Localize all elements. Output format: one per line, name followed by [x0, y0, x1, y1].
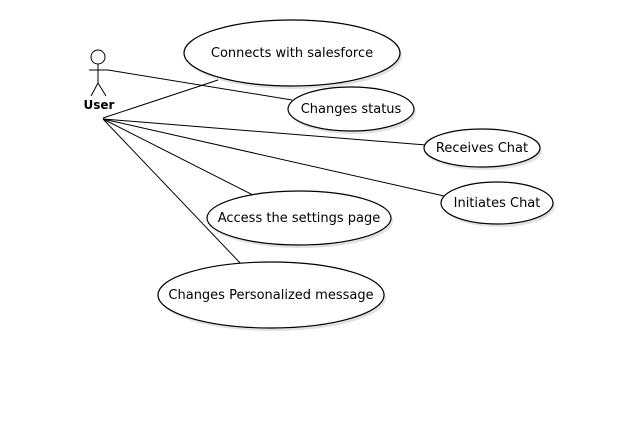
association-receives-chat — [102, 118, 427, 146]
use-case-label: Access the settings page — [218, 211, 381, 226]
use-case-label: Changes status — [301, 102, 402, 117]
association-connects — [102, 79, 219, 119]
use-case-label: Initiates Chat — [454, 196, 541, 211]
association-settings-page — [102, 118, 256, 197]
use-case-receives-chat[interactable]: Receives Chat — [423, 128, 542, 170]
use-case-ellipse — [183, 19, 401, 87]
use-case-connects[interactable]: Connects with salesforce — [183, 19, 402, 89]
actor-head — [90, 49, 106, 65]
use-case-label: Connects with salesforce — [211, 46, 373, 61]
actor-right-leg — [97, 82, 107, 97]
association-changes-status — [107, 69, 293, 101]
use-case-ellipse — [440, 181, 554, 225]
use-case-label: Receives Chat — [436, 141, 528, 156]
use-case-personalized-message[interactable]: Changes Personalized message — [157, 261, 386, 331]
actor-label: User — [84, 98, 115, 112]
use-case-settings-page[interactable]: Access the settings page — [206, 190, 393, 248]
use-case-label: Changes Personalized message — [168, 288, 373, 303]
use-case-ellipse — [423, 128, 541, 168]
use-case-ellipse — [206, 190, 392, 246]
actor-user[interactable]: User — [84, 49, 115, 112]
use-case-ellipse — [157, 261, 385, 329]
actor-left-leg — [90, 82, 99, 97]
associations — [102, 69, 445, 266]
use-case-initiates-chat[interactable]: Initiates Chat — [440, 181, 555, 227]
association-personalized-message — [102, 118, 243, 266]
association-initiates-chat — [102, 118, 445, 197]
use-case-ellipse — [287, 86, 415, 132]
use-case-changes-status[interactable]: Changes status — [287, 86, 416, 134]
